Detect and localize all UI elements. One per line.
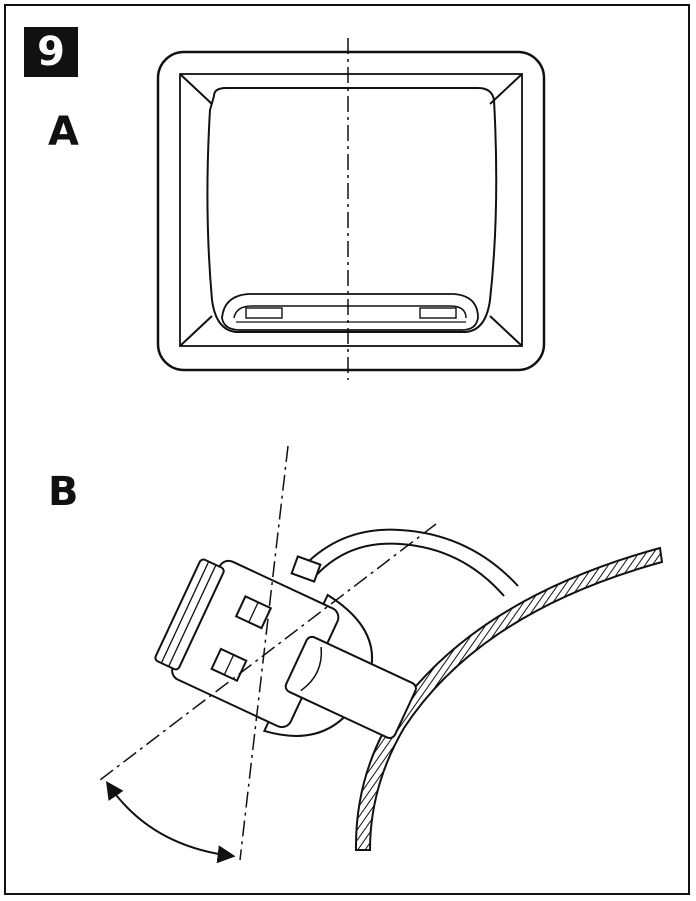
panel-label-a: A <box>48 109 79 155</box>
bumper-section <box>354 546 664 851</box>
panel-label-b: B <box>48 469 79 515</box>
panel-a-sensor-top-view <box>156 50 546 372</box>
sensor-cable <box>290 528 519 597</box>
step-number-badge: 9 <box>24 27 78 77</box>
angle-reference-lines <box>99 445 437 861</box>
tilt-angle-arrow-icon <box>105 781 236 864</box>
figure-frame <box>4 4 690 895</box>
sensor-body-side-view <box>154 558 417 740</box>
